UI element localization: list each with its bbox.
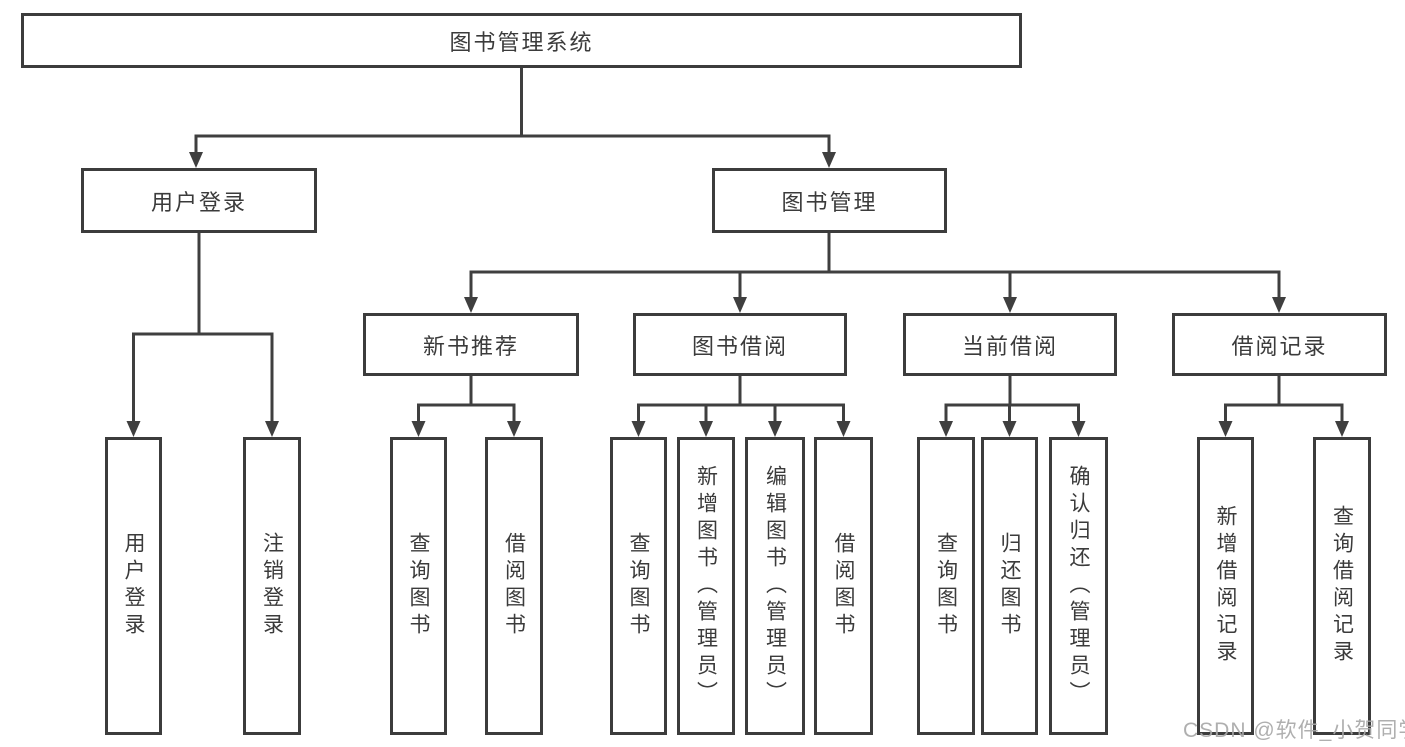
leaf-query-books-recommend: 查询图书 [390, 437, 447, 735]
leaf-user-login: 用户登录 [105, 437, 162, 735]
node-borrow-records: 借阅记录 [1172, 313, 1387, 376]
leaf-query-books-borrow: 查询图书 [610, 437, 667, 735]
watermark: CSDN @软件_小贺同学 [1183, 719, 1405, 742]
leaf-query-books-current: 查询图书 [917, 437, 975, 735]
leaf-borrow-books-borrow: 借阅图书 [814, 437, 873, 735]
node-book-borrow: 图书借阅 [633, 313, 847, 376]
arrowheads [126, 152, 1349, 437]
leaf-add-borrow-record: 新增借阅记录 [1197, 437, 1254, 735]
leaf-add-book-admin: 新增图书（管理员） [677, 437, 735, 735]
leaf-borrow-books-recommend: 借阅图书 [485, 437, 543, 735]
node-user-login: 用户登录 [81, 168, 317, 233]
node-root-system: 图书管理系统 [21, 13, 1022, 68]
node-new-book-recommend: 新书推荐 [363, 313, 579, 376]
leaf-return-book: 归还图书 [981, 437, 1038, 735]
leaf-edit-book-admin: 编辑图书（管理员） [745, 437, 805, 735]
leaf-confirm-return-admin: 确认归还（管理员） [1049, 437, 1108, 735]
leaf-query-borrow-record: 查询借阅记录 [1313, 437, 1371, 735]
leaf-logout: 注销登录 [243, 437, 301, 735]
node-current-borrow: 当前借阅 [903, 313, 1117, 376]
node-book-management: 图书管理 [712, 168, 947, 233]
